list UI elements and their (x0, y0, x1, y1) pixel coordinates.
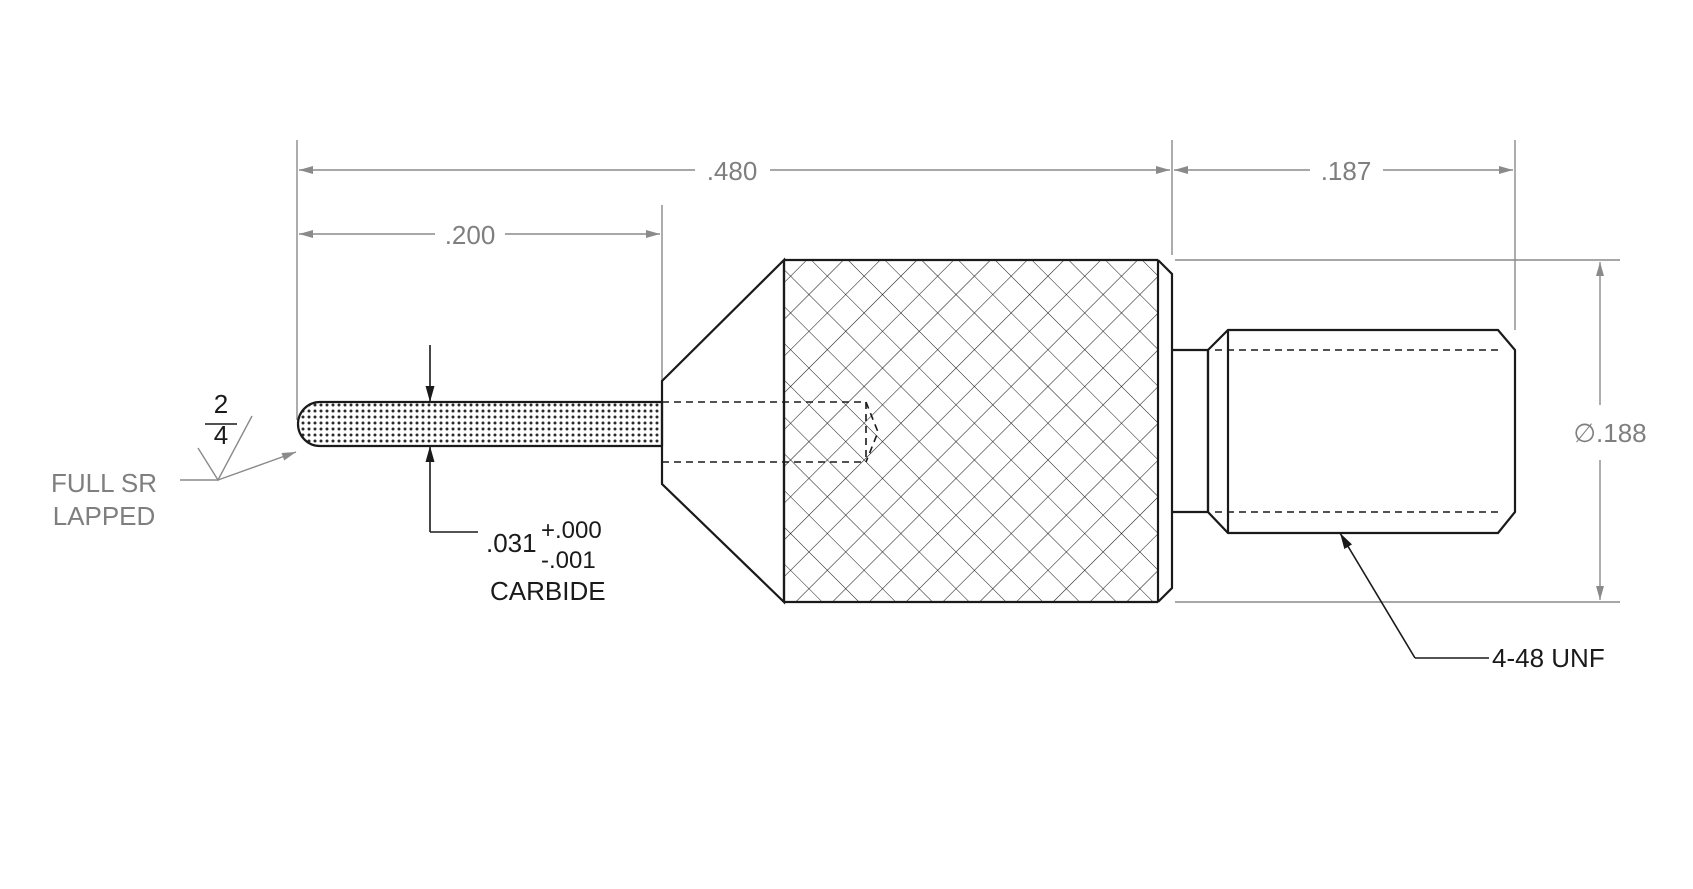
stylus-tolerance-minus: -.001 (541, 547, 596, 574)
finish-value-top: 2 (214, 389, 228, 419)
neck (1172, 348, 1208, 514)
dimension-stylus-label: .200 (445, 220, 496, 250)
dimension-diameter: ∅.188 (1573, 262, 1647, 600)
finish-note-line2: LAPPED (53, 501, 156, 531)
thread-spec-label: 4-48 UNF (1492, 643, 1605, 673)
knurled-grip (782, 258, 1174, 604)
dimension-overall-length: .480 (299, 156, 1170, 186)
stylus-material: CARBIDE (490, 576, 606, 606)
dimension-overall-label: .480 (707, 156, 758, 186)
finish-note-line1: FULL SR (51, 468, 157, 498)
dimension-thread-label: .187 (1321, 156, 1372, 186)
extension-lines (296, 140, 1620, 603)
dimension-stylus-length: .200 (299, 220, 660, 250)
dimension-thread-length: .187 (1174, 156, 1513, 186)
stylus-diameter-value: .031 (486, 528, 537, 558)
stylus (296, 400, 664, 448)
stylus-diameter-callout: .031 +.000 -.001 CARBIDE (425, 345, 606, 606)
dimension-diameter-label: ∅.188 (1573, 418, 1646, 448)
threaded-shank (1206, 328, 1517, 535)
thread-callout: 4-48 UNF (1339, 532, 1605, 673)
surface-finish-symbol: 2 4 FULL SR LAPPED (51, 389, 297, 531)
stylus-tolerance-plus: +.000 (541, 517, 602, 544)
finish-value-bottom: 4 (214, 420, 228, 450)
